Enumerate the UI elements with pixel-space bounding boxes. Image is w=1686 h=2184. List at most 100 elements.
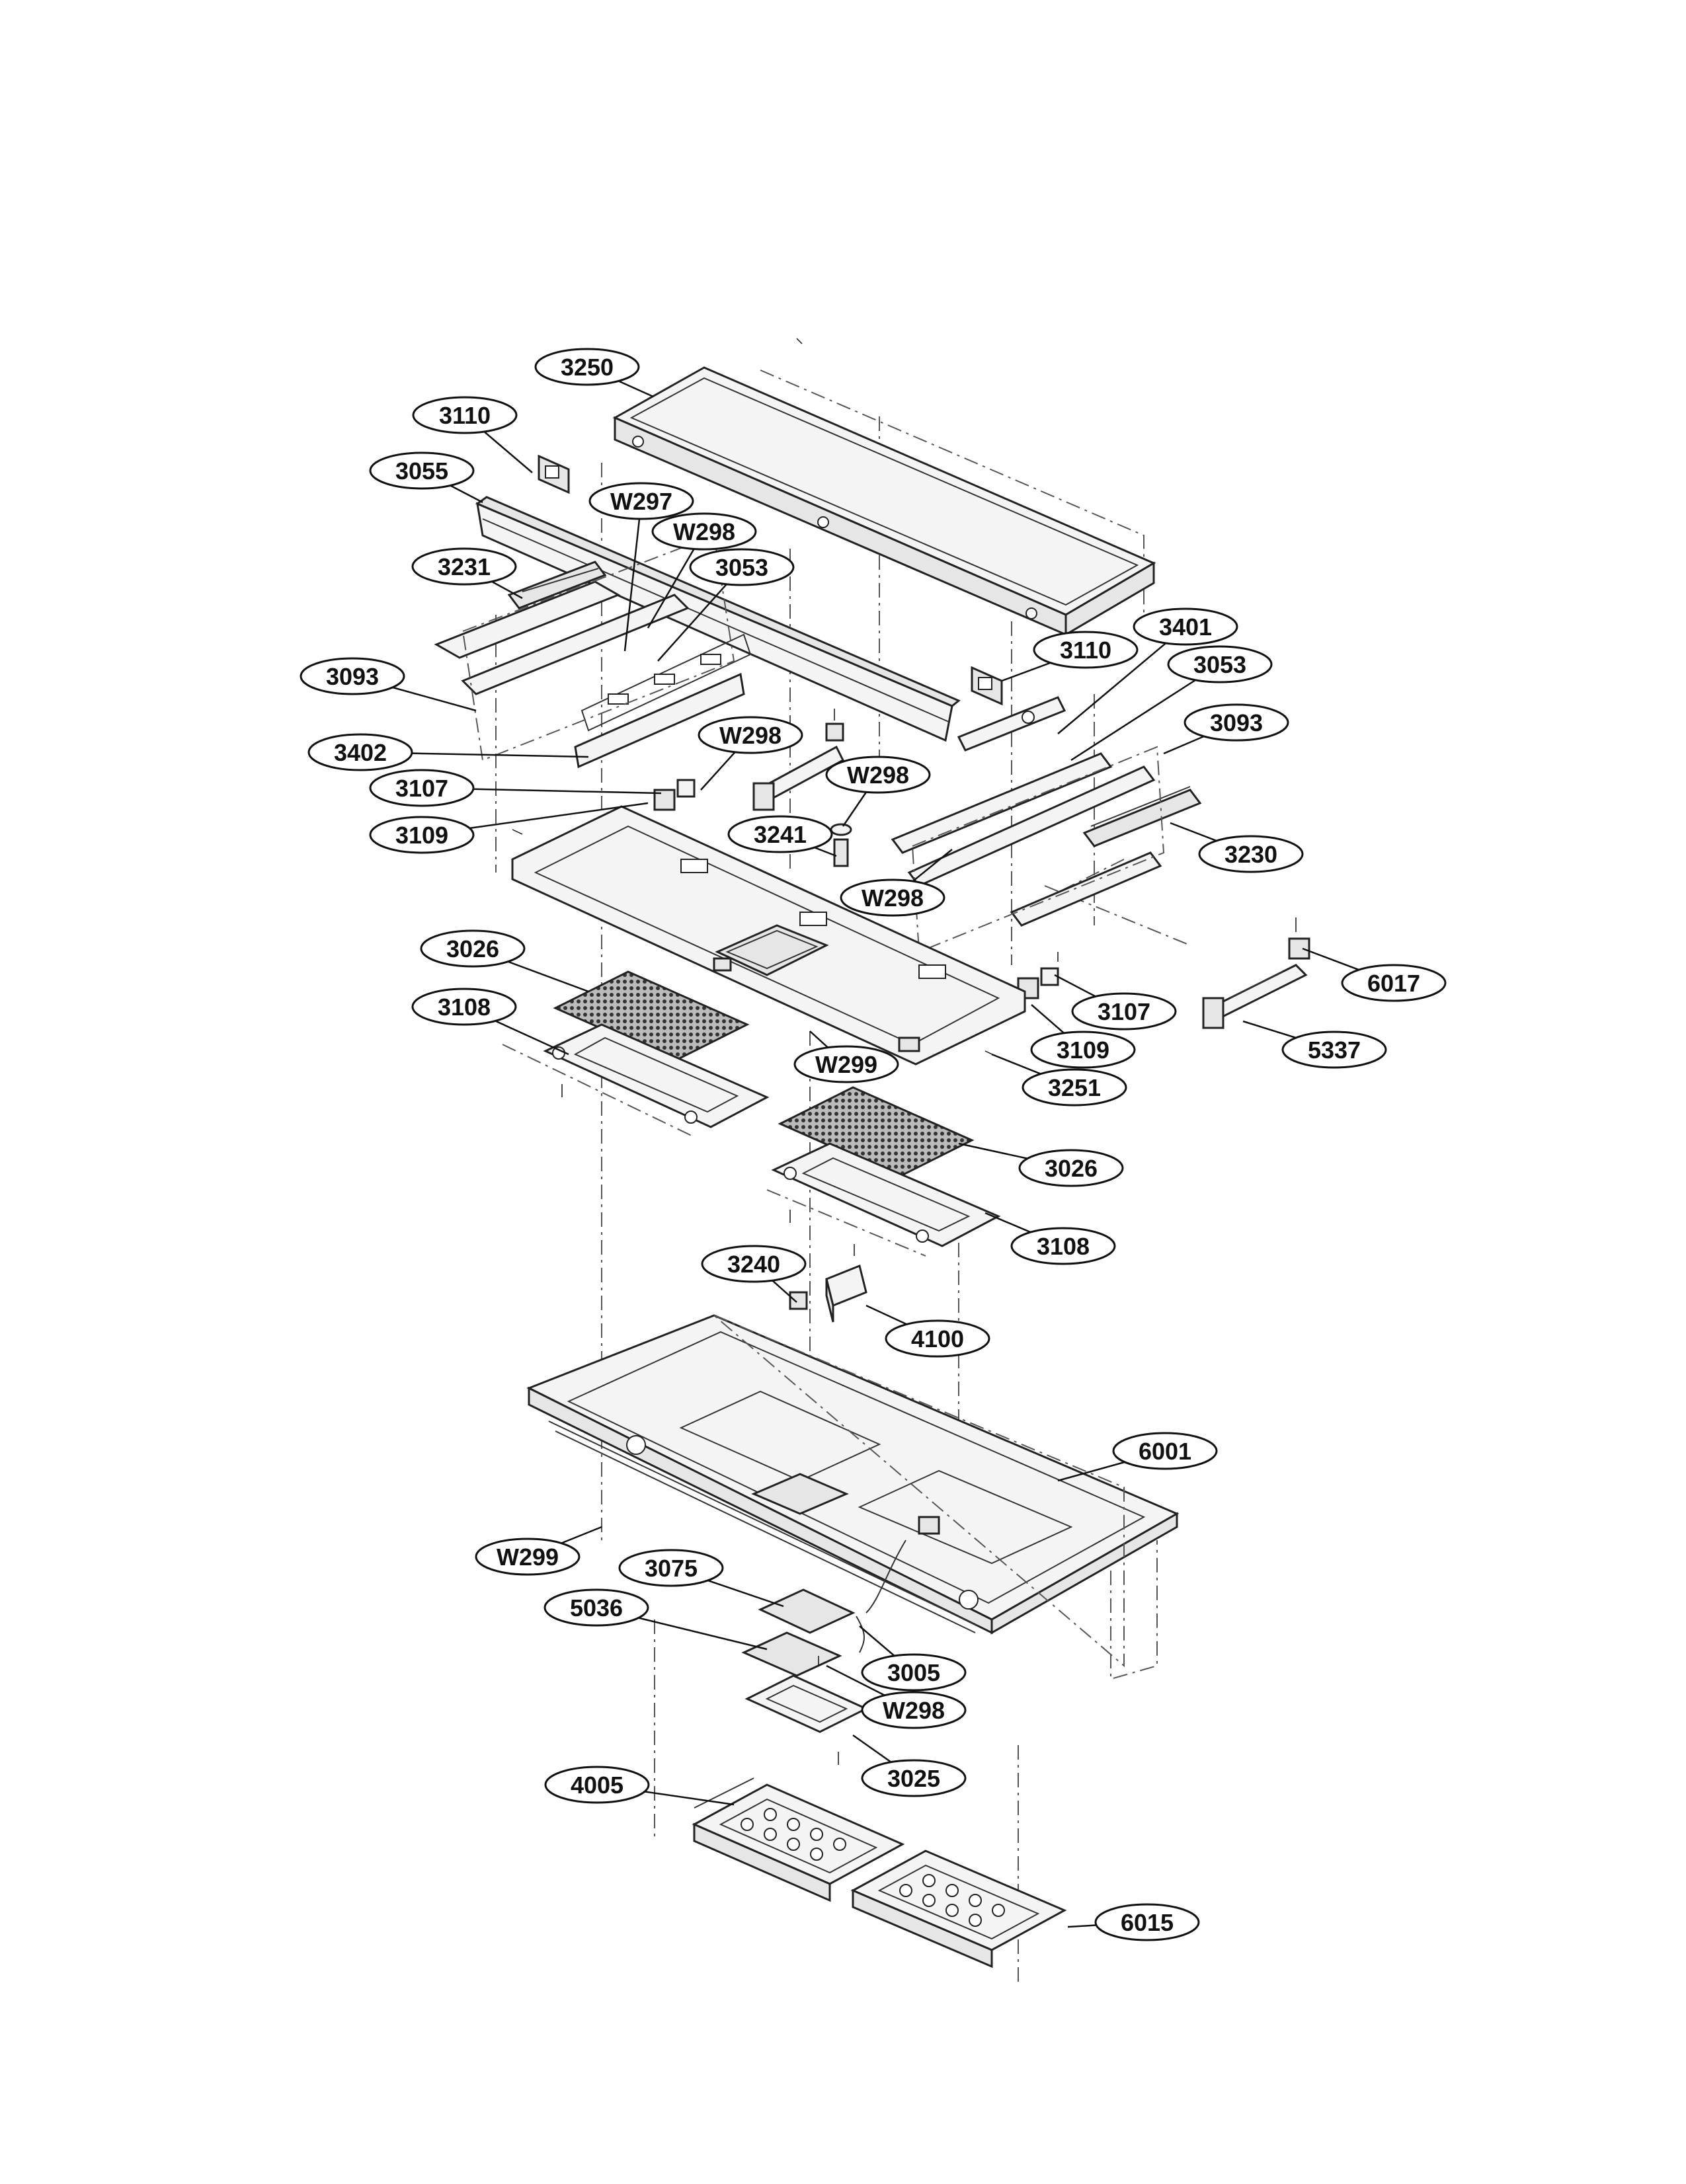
callout-oval <box>1010 1227 1116 1265</box>
part-5036-insulator <box>741 1631 842 1677</box>
callout-oval <box>420 929 526 968</box>
part-number-label: 3231 <box>438 553 491 580</box>
part-number-label: 3093 <box>1210 709 1263 736</box>
callout-W299b: W299 <box>475 1526 602 1576</box>
callout-oval <box>1071 992 1177 1031</box>
part-number-label: 3402 <box>334 739 387 766</box>
part-number-label: 5036 <box>570 1594 623 1621</box>
callout-3026a: 3026 <box>420 929 589 993</box>
part-6017-hinge-clip <box>1288 917 1310 960</box>
part-number-label: 3110 <box>439 402 491 429</box>
callout-oval <box>543 1588 649 1627</box>
callout-oval <box>1341 964 1447 1002</box>
callout-oval <box>300 657 405 695</box>
callout-oval <box>618 1549 724 1587</box>
part-number-label: 3241 <box>754 821 807 848</box>
part-number-label: 3109 <box>395 822 448 849</box>
callout-oval <box>793 1045 899 1083</box>
part-3250-top-panel <box>612 338 1156 637</box>
part-number-label: W297 <box>610 488 672 515</box>
leader-line <box>623 500 643 652</box>
part-number-label: 3026 <box>1045 1155 1098 1182</box>
callout-W298b: W298 <box>698 716 803 791</box>
part-number-label: 4100 <box>911 1325 964 1352</box>
callout-oval <box>475 1538 581 1576</box>
callout-W298a: W298 <box>647 512 757 629</box>
part-5337-hinge-bracket <box>1202 964 1308 1029</box>
callout-oval <box>701 1245 807 1283</box>
part-3231-left-rail-assembly <box>434 534 752 769</box>
callout-3231: 3231 <box>411 547 523 600</box>
callout-3053b: 3053 <box>1070 645 1273 761</box>
callout-3402: 3402 <box>307 733 589 771</box>
part-number-label: 6015 <box>1121 1909 1174 1936</box>
callout-W298c: W298 <box>825 756 931 827</box>
part-number-label: 3109 <box>1057 1036 1109 1064</box>
callout-oval <box>1030 1031 1136 1069</box>
callout-oval <box>861 1653 967 1692</box>
part-number-label: 3053 <box>1193 651 1246 678</box>
callout-W299a: W299 <box>793 1031 899 1083</box>
callout-oval <box>698 716 803 754</box>
callout-3109a: 3109 <box>369 802 649 854</box>
callout-3093b: 3093 <box>1163 703 1289 755</box>
callout-3005: 3005 <box>859 1625 967 1692</box>
callout-W297: W297 <box>588 482 694 652</box>
callout-6017: 6017 <box>1302 947 1447 1002</box>
callout-3108a: 3108 <box>411 988 569 1056</box>
callout-5036: 5036 <box>543 1588 768 1651</box>
part-number-label: W298 <box>862 884 924 912</box>
callout-W298d: W298 <box>840 849 953 917</box>
callout-3240: 3240 <box>701 1245 807 1303</box>
callout-3241: 3241 <box>727 815 837 857</box>
callout-3053a: 3053 <box>657 548 795 662</box>
part-number-label: 3075 <box>645 1555 698 1582</box>
part-number-label: 6017 <box>1367 970 1420 997</box>
part-number-label: W299 <box>815 1051 877 1078</box>
part-3107-3109-hinge-left <box>653 779 696 811</box>
part-number-label: 3107 <box>1098 998 1150 1025</box>
callout-oval <box>1184 703 1289 742</box>
part-number-label: W299 <box>497 1543 559 1571</box>
callout-4005: 4005 <box>544 1766 735 1806</box>
leader-line <box>1057 626 1186 734</box>
part-3108-filter-frame-left <box>543 1023 770 1128</box>
callout-oval <box>1281 1031 1387 1069</box>
callout-oval <box>369 769 475 807</box>
callout-oval <box>840 878 945 917</box>
callout-oval <box>1022 1068 1127 1107</box>
callout-oval <box>1198 835 1304 873</box>
part-number-label: W298 <box>673 518 735 545</box>
part-number-label: 3110 <box>1060 637 1111 664</box>
part-number-label: 3251 <box>1048 1074 1101 1101</box>
callout-3110b: 3110 <box>1001 631 1139 682</box>
callout-oval <box>307 733 413 771</box>
callout-4100: 4100 <box>865 1304 990 1358</box>
callout-3401: 3401 <box>1057 607 1238 734</box>
callout-oval <box>1033 631 1139 669</box>
callout-oval <box>1112 1432 1218 1470</box>
part-number-label: 3107 <box>395 775 448 802</box>
part-number-label: 6001 <box>1139 1438 1191 1465</box>
part-3241-pivot <box>830 823 852 867</box>
callout-3055: 3055 <box>369 451 483 504</box>
part-4005-6015-grease-filters <box>692 1777 1067 1969</box>
callout-oval <box>1018 1149 1124 1187</box>
part-6001-base-pan <box>526 1314 1180 1668</box>
part-4100-switch <box>825 1244 867 1323</box>
callout-oval <box>861 1691 967 1729</box>
part-number-label: W298 <box>847 761 909 789</box>
callout-oval <box>588 482 694 520</box>
callout-3110a: 3110 <box>412 396 533 473</box>
part-number-label: 3108 <box>1037 1233 1090 1260</box>
part-number-label: W298 <box>719 722 782 749</box>
part-number-label: 3026 <box>446 935 499 962</box>
part-center-hinge-rail <box>752 709 844 811</box>
callout-3250: 3250 <box>534 348 654 398</box>
callout-6001: 6001 <box>1057 1432 1218 1482</box>
callout-3107a: 3107 <box>369 769 662 807</box>
part-3108-filter-frame-right <box>771 1142 1001 1247</box>
callout-oval <box>689 548 795 586</box>
filter-holes-right <box>899 1874 1005 1927</box>
